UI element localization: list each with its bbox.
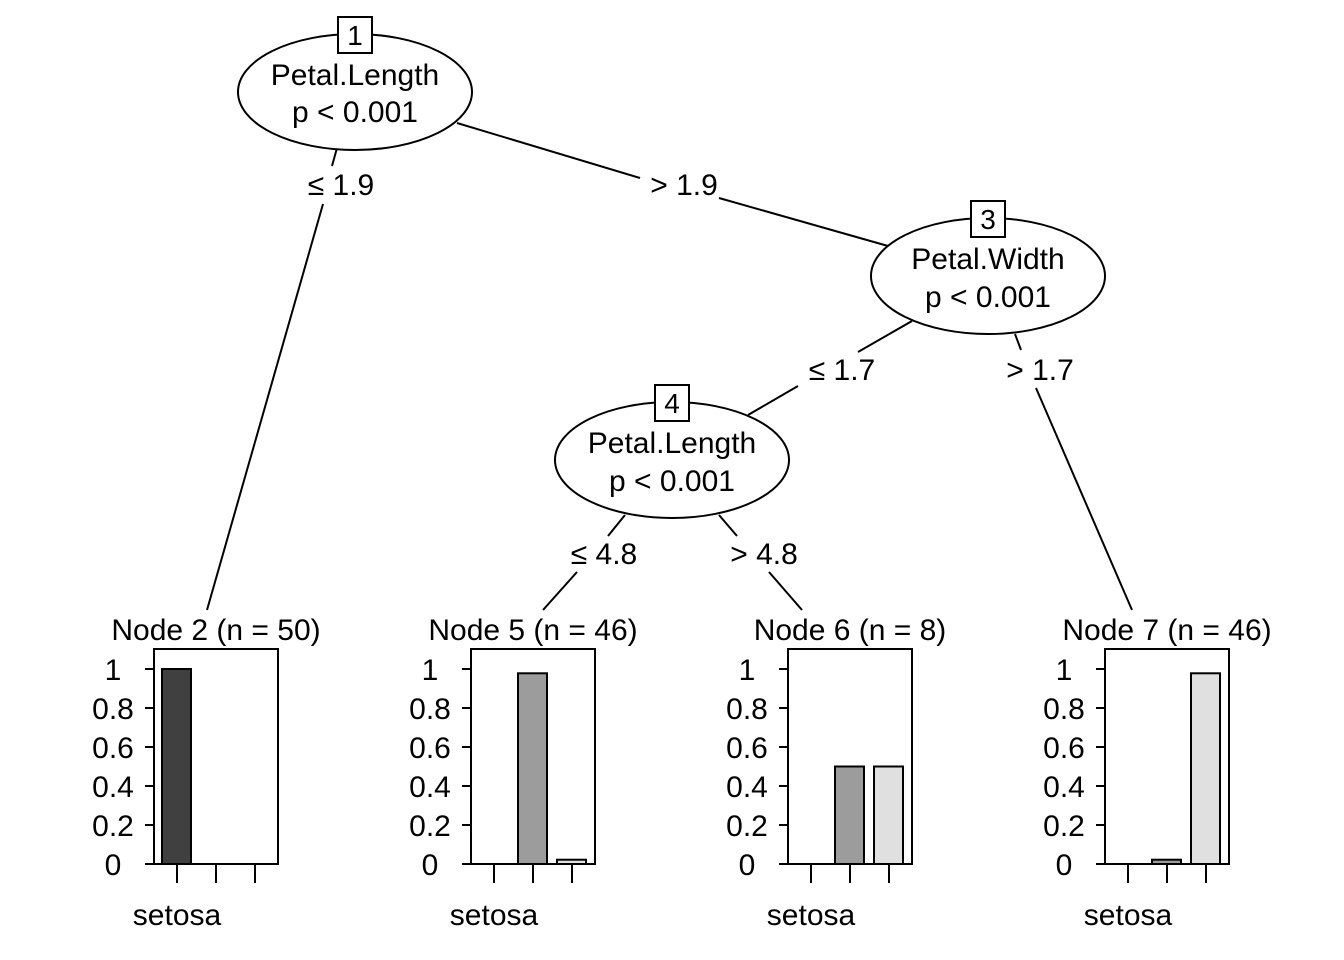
node-id: 1 — [347, 20, 363, 51]
y-tick-label: 0.2 — [1043, 810, 1085, 843]
y-tick-label: 0.6 — [1043, 732, 1085, 765]
edge-3-7a — [1014, 333, 1022, 351]
bar-class-2 — [834, 765, 865, 865]
y-tick-label: 0.4 — [92, 771, 134, 804]
node-id: 4 — [664, 388, 680, 419]
y-tick-label: 0 — [739, 849, 756, 882]
edge-4-5b — [542, 571, 578, 611]
edge-label-n4-left: ≤ 4.8 — [571, 538, 638, 571]
edge-label-n1-left: ≤ 1.9 — [308, 169, 375, 202]
y-tick-label: 0.8 — [1043, 693, 1085, 726]
y-tick-label: 0.6 — [92, 732, 134, 765]
edge-label-n1-right: > 1.9 — [650, 169, 718, 202]
node-id-box — [337, 16, 373, 54]
edge-labels: ≤ 1.9 > 1.9 ≤ 1.7 > 1.7 ≤ 4.8 > 4.8 — [308, 169, 1074, 571]
y-tick-label: 0.4 — [409, 771, 451, 804]
node-variable: Petal.Length — [271, 59, 439, 92]
node-pvalue: p < 0.001 — [292, 96, 418, 129]
y-tick-label: 1 — [105, 654, 122, 687]
edge-4-6a — [718, 514, 738, 537]
y-tick-label: 0.4 — [726, 771, 768, 804]
edge-label-n3-right: > 1.7 — [1006, 354, 1074, 387]
terminal-nodes: Node 2 (n = 50)00.20.40.60.81setosaNode … — [92, 614, 1272, 932]
terminal-node-2: Node 5 (n = 46) 0 0.2 0.4 0.6 0.8 1 setosa — [409, 614, 638, 932]
node-variable: Petal.Width — [911, 243, 1064, 276]
edge-3-7b — [1035, 387, 1133, 611]
y-tick-label: 0 — [422, 849, 439, 882]
inner-node-1: 1 Petal.Length p < 0.001 — [237, 16, 473, 151]
y-tick-label: 1 — [1056, 654, 1073, 687]
bar-class-2 — [1151, 858, 1182, 866]
edge-4-6b — [768, 571, 803, 611]
y-tick-label: 0 — [1056, 849, 1073, 882]
y-tick-label: 1 — [422, 654, 439, 687]
node-variable: Petal.Length — [588, 427, 756, 460]
node-id: 3 — [980, 204, 996, 235]
edge-3-4b — [747, 385, 799, 416]
y-tick-label: 0.2 — [92, 810, 134, 843]
terminal-node-title: Node 2 (n = 50) — [111, 614, 320, 647]
inner-node-4: 4 Petal.Length p < 0.001 — [554, 384, 790, 519]
edge-label-n3-left: ≤ 1.7 — [809, 354, 876, 387]
node-id-box — [970, 200, 1006, 238]
terminal-node-1: Node 2 (n = 50) 0 0.2 0.4 0.6 0.8 1 setosa — [92, 614, 321, 932]
edge-1-3b — [718, 197, 889, 247]
y-tick-label: 0.8 — [726, 693, 768, 726]
terminal-node-3: Node 6 (n = 8) 0 0.2 0.4 0.6 0.8 1 setosa — [726, 614, 946, 932]
x-tick-label: setosa — [1084, 899, 1173, 932]
node-pvalue: p < 0.001 — [609, 465, 735, 498]
y-tick-label: 0.4 — [1043, 771, 1085, 804]
y-tick-label: 0 — [105, 849, 122, 882]
x-tick-label: setosa — [133, 899, 222, 932]
bar-class-2 — [517, 672, 548, 865]
inner-node-3: 3 Petal.Width p < 0.001 — [870, 200, 1106, 335]
terminal-node-title: Node 6 (n = 8) — [754, 614, 947, 647]
y-tick-label: 0.2 — [726, 810, 768, 843]
y-tick-label: 0.2 — [409, 810, 451, 843]
y-tick-label: 0.8 — [409, 693, 451, 726]
terminal-node-title: Node 5 (n = 46) — [428, 614, 637, 647]
node-pvalue: p < 0.001 — [925, 281, 1051, 314]
edge-1-2b — [206, 203, 324, 611]
x-tick-label: setosa — [450, 899, 539, 932]
bar-class-3 — [873, 765, 904, 865]
edge-1-3a — [456, 122, 641, 179]
y-tick-label: 1 — [739, 654, 756, 687]
bar-class-1 — [161, 668, 192, 865]
y-tick-label: 0.6 — [409, 732, 451, 765]
y-tick-label: 0.6 — [726, 732, 768, 765]
terminal-node-4: Node 7 (n = 46) 0 0.2 0.4 0.6 0.8 1 setosa — [1043, 614, 1272, 932]
edge-4-5a — [607, 514, 626, 537]
bar-class-3 — [556, 858, 587, 866]
node-id-box — [654, 384, 690, 422]
bar-class-3 — [1190, 672, 1221, 865]
x-tick-label: setosa — [767, 899, 856, 932]
edge-label-n4-right: > 4.8 — [730, 538, 798, 571]
tree-edges — [206, 122, 1133, 611]
y-tick-label: 0.8 — [92, 693, 134, 726]
terminal-node-title: Node 7 (n = 46) — [1062, 614, 1271, 647]
edge-1-2a — [331, 147, 338, 167]
edge-3-4a — [857, 320, 913, 353]
